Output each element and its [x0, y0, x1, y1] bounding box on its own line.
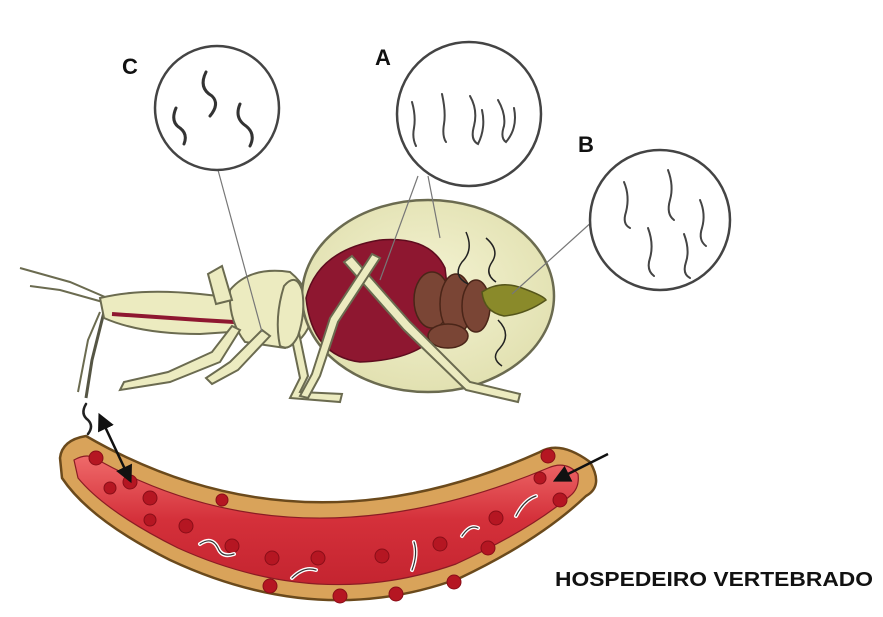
inset-circle-a: A — [375, 42, 541, 186]
blood-vessel-icon — [60, 404, 608, 603]
inset-circle-b: B — [578, 132, 730, 290]
label-c: C — [122, 54, 138, 79]
label-a: A — [375, 45, 391, 70]
triatomine-bug-icon — [20, 200, 554, 402]
label-b: B — [578, 132, 594, 157]
trypanosome-icon — [83, 404, 91, 434]
host-caption: HOSPEDEIRO VERTEBRADO — [555, 569, 873, 591]
inset-circle-c: C — [122, 46, 279, 170]
